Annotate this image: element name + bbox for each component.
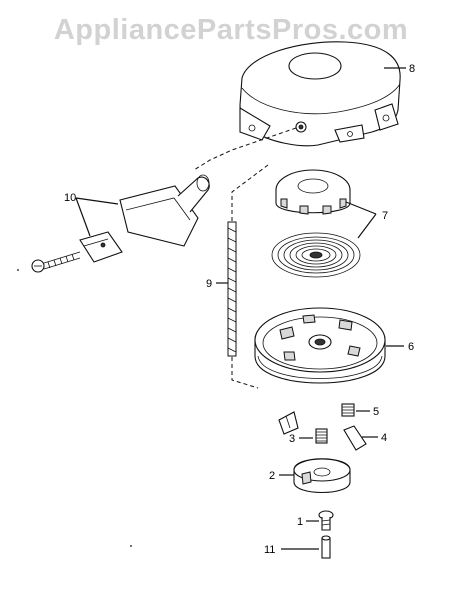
- starter-handle: [119, 174, 210, 247]
- handle-insert: [79, 231, 123, 263]
- starter-pulley: [254, 307, 386, 384]
- callout-10: 10: [64, 192, 76, 204]
- leader-7a: [345, 201, 377, 215]
- callout-8: 8: [409, 63, 415, 75]
- leader-7b: [357, 213, 377, 239]
- speck: [130, 545, 132, 547]
- rope-path-right: [231, 164, 269, 389]
- callout-5: 5: [373, 406, 379, 418]
- callout-1: 1: [297, 516, 303, 528]
- pawl-brake: [343, 425, 367, 451]
- retainer-screw: [318, 510, 334, 531]
- callout-9: 9: [206, 278, 212, 290]
- handle-screw: [31, 251, 81, 273]
- recoil-spring: [271, 232, 361, 278]
- rope-path-upper: [193, 127, 297, 171]
- retainer: [293, 458, 351, 494]
- pivot-pin: [321, 535, 331, 559]
- spring-cup: [275, 169, 351, 215]
- speck: [17, 269, 19, 271]
- callout-2: 2: [269, 470, 275, 482]
- retainer-spring: [315, 428, 328, 444]
- callout-11: 11: [264, 544, 275, 556]
- callout-6: 6: [408, 341, 414, 353]
- leader-10a: [75, 197, 119, 205]
- starter-housing: [239, 41, 401, 147]
- callout-3: 3: [289, 433, 295, 445]
- leader-10b: [75, 197, 91, 237]
- pawl-spring: [341, 403, 355, 417]
- pawl: [278, 411, 299, 435]
- watermark: AppliancePartsPros.com: [53, 14, 409, 46]
- callout-4: 4: [381, 432, 387, 444]
- callout-7: 7: [382, 210, 388, 222]
- starter-rope: [227, 221, 237, 357]
